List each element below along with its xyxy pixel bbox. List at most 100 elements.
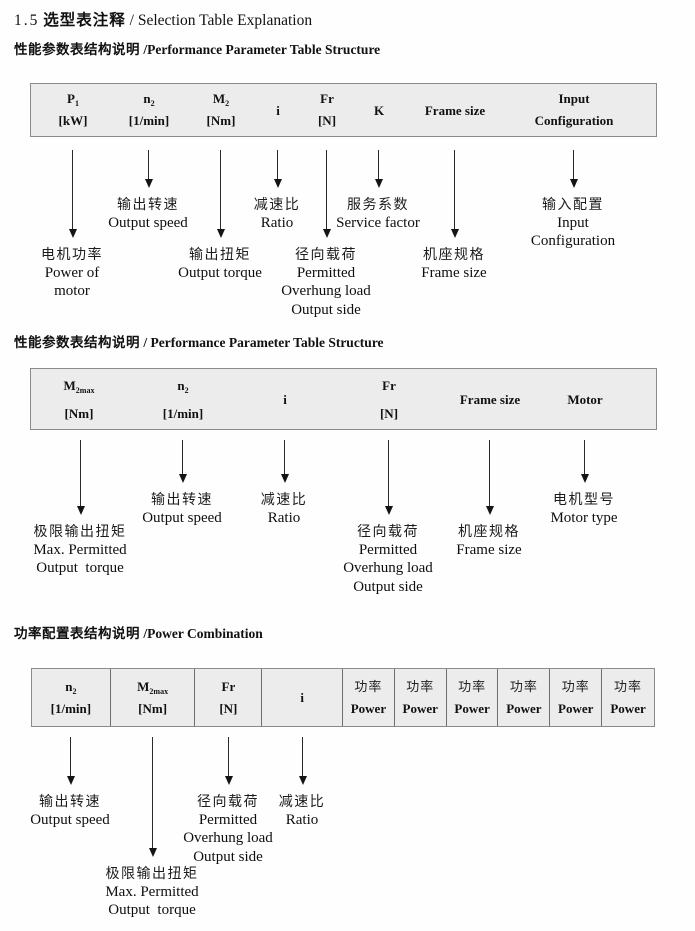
callout-arrow-line	[378, 150, 379, 179]
column-symbol: 功率	[458, 679, 487, 694]
callout-label-cn: 减速比	[278, 793, 326, 809]
column-unit: [Nm]	[64, 406, 94, 421]
callout-label-en: Ratio	[267, 509, 301, 526]
callout-label-cn: 输出转速	[38, 793, 101, 809]
column-symbol: 功率	[406, 679, 435, 694]
arrow-down-icon	[66, 776, 75, 785]
callout-label-cn: 径向载荷	[197, 793, 259, 809]
callout-arrow-line	[454, 150, 455, 229]
callout-label-cn: 机座规格	[422, 246, 485, 262]
callout-label-cn: 输出转速	[116, 196, 179, 212]
callout-arrow-line	[302, 737, 303, 776]
column-subscript: 2	[72, 687, 77, 696]
column-symbol: n2	[65, 679, 77, 696]
column-subscript: 2	[225, 99, 230, 108]
section-heading-chinese: 功率配置表结构说明	[14, 626, 140, 641]
column-unit: [kW]	[58, 113, 88, 128]
callout-label-en: Frame size	[421, 264, 487, 281]
callout-label-en: Max. Permitted	[33, 541, 127, 558]
callout-label-en: Output torque	[108, 902, 196, 918]
callout-arrow-line	[220, 150, 221, 229]
callout-label-cn: 极限输出扭矩	[105, 865, 199, 881]
table-column: n2[1/min]	[129, 84, 169, 136]
column-unit: Power	[558, 701, 594, 716]
table-column: K	[374, 84, 384, 136]
column-symbol: Fr	[221, 679, 236, 694]
callout-label-cn: 减速比	[253, 196, 301, 212]
callout-label-cn: 输出扭矩	[189, 246, 251, 262]
callout-label: 输出转速 Output speed	[108, 195, 188, 232]
callout-arrow-line	[388, 440, 389, 506]
column-unit: Power	[402, 701, 438, 716]
arrow-down-icon	[384, 506, 393, 515]
callout-arrow-line	[277, 150, 278, 179]
arrow-down-icon	[224, 776, 233, 785]
callout-arrow-line	[584, 440, 585, 474]
column-unit: Power	[610, 701, 646, 716]
table-column: Frame size	[460, 369, 520, 429]
table-cell: M2max[Nm]	[111, 669, 196, 726]
callout-label-cn: 电机功率	[41, 246, 103, 262]
callout-arrow-line	[182, 440, 183, 474]
column-unit: [Nm]	[138, 701, 168, 716]
column-subscript: 2max	[149, 687, 169, 696]
column-unit: [N]	[219, 701, 238, 716]
callout-arrow-line	[148, 150, 149, 179]
callout-label-en: Output side	[353, 578, 423, 595]
callout-label-cn: 输出转速	[150, 491, 213, 507]
callout-label-cn: 径向载荷	[295, 246, 357, 262]
callout-label-en: Ratio	[285, 811, 319, 828]
callout-label-en: Output speed	[142, 509, 222, 526]
page-title-english: / Selection Table Explanation	[129, 12, 313, 29]
callout-label-en: Overhung load	[343, 560, 433, 576]
callout-label-en: Output side	[291, 301, 361, 318]
table-cell: n2 [1/min]	[32, 669, 111, 726]
table-cell: i	[262, 669, 343, 726]
callout-label-en: Output speed	[108, 214, 188, 231]
table-column: i	[283, 369, 287, 429]
callout-label-en: Output torque	[178, 264, 262, 281]
column-unit: [1/min]	[50, 701, 92, 716]
column-unit: [Nm]	[206, 113, 236, 128]
table-column: Fr[N]	[318, 84, 336, 136]
column-symbol: Motor	[567, 391, 603, 407]
column-symbol: M2max	[63, 378, 95, 395]
callout-label: 输出转速 Output speed	[142, 490, 222, 527]
arrow-down-icon	[148, 848, 157, 857]
table-column: M2max [Nm]	[64, 369, 95, 429]
page-title-number: 1.5	[14, 12, 40, 29]
column-symbol: 功率	[354, 679, 383, 694]
arrow-down-icon	[273, 179, 282, 188]
callout-arrow-line	[152, 737, 153, 848]
callout-label-en: Configuration	[530, 233, 616, 249]
arrow-down-icon	[76, 506, 85, 515]
callout-label-cn: 电机型号	[552, 491, 615, 507]
column-unit: Power	[454, 701, 490, 716]
arrow-down-icon	[485, 506, 494, 515]
callout-label-en: Service factor	[336, 214, 420, 231]
column-symbol: K	[373, 102, 385, 118]
callout-arrow-line	[489, 440, 490, 506]
column-symbol: i	[300, 690, 304, 705]
column-unit: [N]	[379, 406, 399, 421]
callout-label-cn: 机座规格	[457, 523, 520, 539]
callout-label: 减速比 Ratio	[279, 792, 326, 829]
callout-label-en: Frame size	[456, 541, 522, 558]
column-symbol: i	[276, 102, 280, 118]
column-symbol: P1	[67, 91, 79, 108]
column-symbol: Fr	[320, 91, 334, 106]
callout-arrow-line	[284, 440, 285, 474]
